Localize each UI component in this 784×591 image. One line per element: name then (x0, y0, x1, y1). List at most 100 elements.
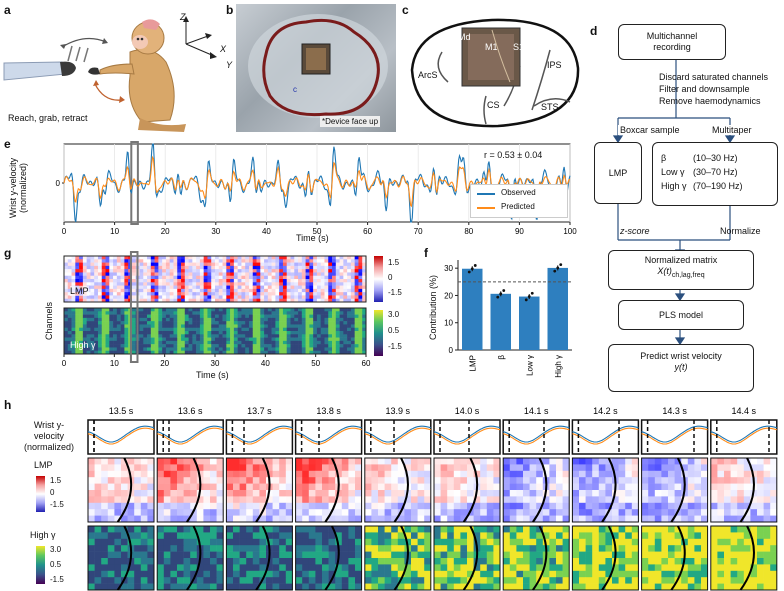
heatmap-cell (256, 256, 261, 260)
heatmap-cell (313, 317, 318, 322)
heatmap-cell (286, 272, 291, 277)
heatmap-cell (196, 285, 201, 290)
heatmap-cell (286, 279, 291, 283)
snapshot-hg-cell (285, 545, 293, 552)
snapshot-lmp-cell (371, 470, 379, 478)
snapshot-hg-cell (170, 538, 178, 546)
heatmap-cell (335, 272, 340, 277)
bar-2 (519, 296, 540, 350)
snapshot-trace-frame (502, 419, 570, 455)
heatmap-cell (335, 331, 340, 335)
snapshot-lmp-cell (88, 483, 95, 491)
snapshot-lmp-cell (724, 496, 731, 504)
snapshot-hg-cell (101, 570, 109, 578)
snapshot-lmp-cell (460, 470, 468, 478)
heatmap-cell (233, 324, 238, 329)
heatmap-cell (192, 317, 197, 322)
heatmap-cell (332, 321, 337, 325)
heatmap-cell (203, 308, 208, 312)
snapshot-hg-cell (315, 538, 323, 546)
snapshot-hg-cell (252, 558, 260, 565)
snapshot-lmp-cell (335, 464, 343, 472)
snapshot-hg-cell (516, 551, 524, 559)
snapshot-hg-cell (272, 532, 280, 540)
heatmap-cell (150, 279, 155, 283)
heatmap-cell (75, 331, 80, 335)
snapshot-lmp-cell (641, 502, 649, 510)
heatmap-cell (279, 285, 284, 290)
snapshot-lmp-cell (480, 464, 488, 472)
panel-e-xtick-label: 10 (110, 227, 119, 236)
snapshot-lmp-cell (404, 458, 412, 465)
heatmap-cell (286, 288, 291, 293)
snapshot-lmp-cell (598, 515, 606, 523)
snapshot-lmp-cell (516, 509, 524, 516)
matrix-sub: ch,lag,freq (671, 271, 705, 279)
heatmap-cell (101, 285, 106, 290)
snapshot-hg-cell (246, 570, 254, 578)
heatmap-cell (294, 272, 299, 277)
snapshot-lmp-cell (641, 483, 649, 491)
heatmap-cell (282, 272, 288, 277)
snapshot-lmp-sulcus (670, 457, 686, 523)
snapshot-hg-cell (687, 532, 695, 540)
snapshot-hg-cell (378, 545, 385, 552)
heatmap-cell (328, 256, 333, 260)
heatmap-cell (305, 308, 310, 312)
snapshot-hg-cell (216, 583, 224, 591)
snapshot-lmp-cell (88, 502, 95, 510)
snapshot-hg-cell (592, 564, 600, 572)
heatmap-cell (301, 321, 306, 325)
heatmap-cell (116, 279, 121, 283)
heatmap-cell (181, 262, 186, 267)
snapshot-lmp-cell (302, 483, 310, 491)
snapshot-hg-cell (440, 551, 448, 559)
heatmap-cell (97, 350, 103, 355)
heatmap-cell (275, 272, 280, 277)
heatmap-cell (215, 347, 220, 352)
heatmap-cell (101, 347, 106, 352)
heatmap-cell (97, 288, 103, 293)
heatmap-cell (64, 259, 69, 263)
snapshot-hg-cell (378, 532, 385, 540)
heatmap-cell (267, 340, 272, 345)
heatmap-cell (105, 269, 110, 273)
snapshot-lmp-cell (493, 464, 501, 472)
heatmap-cell (105, 279, 110, 283)
heatmap-cell (320, 292, 325, 296)
snapshot-hg-cell (348, 583, 356, 591)
bar-point (470, 267, 474, 271)
heatmap-cell (343, 275, 348, 280)
snapshot-lmp-cell (210, 464, 217, 472)
heatmap-cell (233, 295, 238, 300)
snapshot-lmp-cell (654, 470, 662, 478)
snapshot-lmp-frame (710, 457, 778, 523)
heatmap-cell (237, 334, 242, 338)
snapshot-hg-cell (190, 538, 198, 546)
snapshot-hg-cell (157, 577, 165, 584)
snapshot-lmp-cell (687, 483, 695, 491)
snapshot-hg-cell (724, 583, 731, 591)
heatmap-cell (305, 265, 310, 270)
heatmap-cell (94, 311, 99, 315)
snapshot-hg-cell (315, 532, 323, 540)
snapshot-lmp-frame (433, 457, 501, 523)
bar-category-label-0: LMP (468, 355, 477, 371)
heatmap-cell (301, 282, 306, 286)
heatmap-cell (203, 262, 208, 267)
snapshot-hg-cell (94, 558, 102, 565)
heatmap-cell (162, 295, 167, 300)
snapshot-hg-cell (631, 583, 639, 591)
heatmap-cell (233, 350, 238, 355)
heatmap-cell (165, 265, 170, 270)
heatmap-cell (169, 275, 174, 280)
heatmap-cell (320, 334, 325, 338)
snapshot-hg-cell (147, 532, 155, 540)
snapshot-lmp-cell (259, 458, 267, 465)
heatmap-cell (324, 295, 329, 300)
heatmap-cell (301, 269, 306, 273)
heatmap-cell (305, 262, 310, 267)
snapshot-lmp-cell (417, 515, 425, 523)
snapshot-hg-sulcus (255, 525, 271, 591)
